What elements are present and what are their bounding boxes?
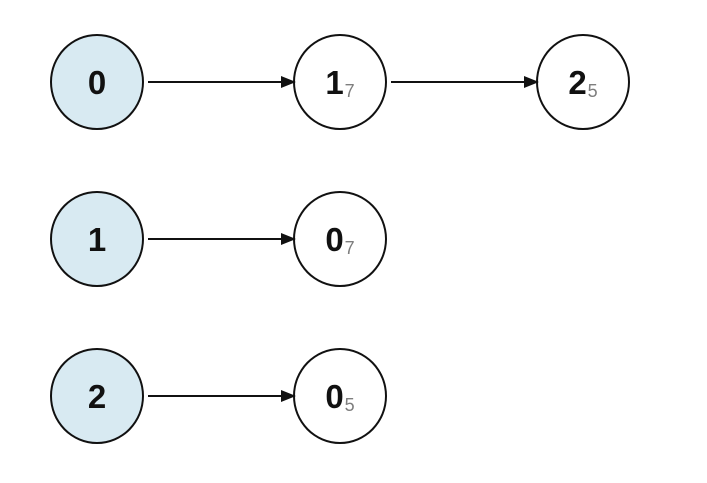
edge-weight-subscript: 7 (344, 238, 355, 258)
source-node: 1 (50, 191, 144, 287)
edge-weight-subscript: 5 (587, 81, 598, 101)
node-label: 0 (325, 377, 344, 415)
node-label: 1 (87, 220, 107, 258)
node-label: 1 (325, 63, 344, 101)
arrow-right-icon (148, 394, 281, 398)
edge-weight-subscript: 5 (344, 395, 355, 415)
node-label: 2 (568, 63, 587, 101)
source-node: 0 (50, 34, 144, 130)
node-label: 0 (87, 63, 107, 101)
node-label: 0 (325, 220, 344, 258)
edge-weight-subscript: 7 (344, 81, 355, 101)
arrow-right-icon (148, 237, 281, 241)
arrow-right-icon (148, 80, 281, 84)
source-node: 2 (50, 348, 144, 444)
node-label: 2 (87, 377, 107, 415)
arrow-right-icon (391, 80, 524, 84)
